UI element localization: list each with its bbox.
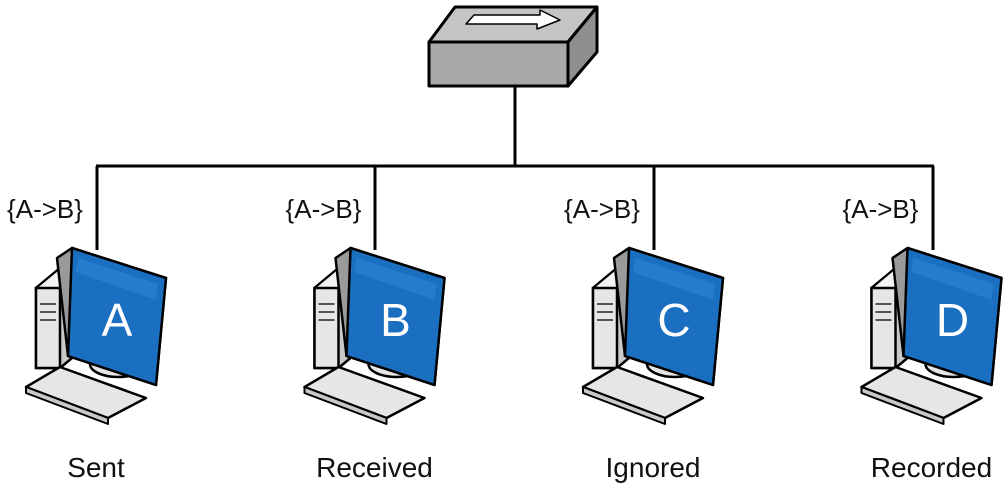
computer-a: {A->B} A Sent <box>7 194 168 483</box>
keyboard-edge <box>582 386 666 425</box>
status-label-b: Received <box>316 452 433 483</box>
switch-icon <box>427 5 599 88</box>
switch-front <box>427 40 570 88</box>
screen-highlight <box>911 258 994 300</box>
computer-b: {A->B} B Received <box>286 194 446 483</box>
status-label-c: Ignored <box>606 452 701 483</box>
screen-letter-d: D <box>936 294 969 346</box>
keyboard-edge <box>303 386 388 425</box>
packet-label-a: {A->B} <box>7 194 83 224</box>
keyboard-edge <box>25 386 109 425</box>
computers: {A->B} A Sent {A->B} B Received {A->B} C Ignored… <box>7 194 1003 483</box>
tower-front <box>870 286 897 370</box>
computer-d: {A->B} D Recorded <box>843 194 1003 483</box>
computer-c: {A->B} C Ignored <box>564 194 725 483</box>
screen-highlight <box>76 258 158 300</box>
status-label-d: Recorded <box>871 452 992 483</box>
network-bus <box>95 86 935 250</box>
tower-front <box>591 286 619 370</box>
switch-side <box>566 5 599 88</box>
screen-letter-a: A <box>102 294 133 346</box>
status-label-a: Sent <box>67 452 125 483</box>
screen-highlight <box>633 258 715 300</box>
tower-front <box>34 286 62 370</box>
screen-letter-b: B <box>380 294 411 346</box>
packet-label-b: {A->B} <box>286 194 362 224</box>
screen-letter-c: C <box>657 294 690 346</box>
keyboard-edge <box>860 386 945 425</box>
screen-highlight <box>354 258 437 300</box>
packet-label-d: {A->B} <box>843 194 919 224</box>
packet-label-c: {A->B} <box>564 194 640 224</box>
arrow-right-icon <box>465 9 561 30</box>
tower-front <box>313 286 340 370</box>
